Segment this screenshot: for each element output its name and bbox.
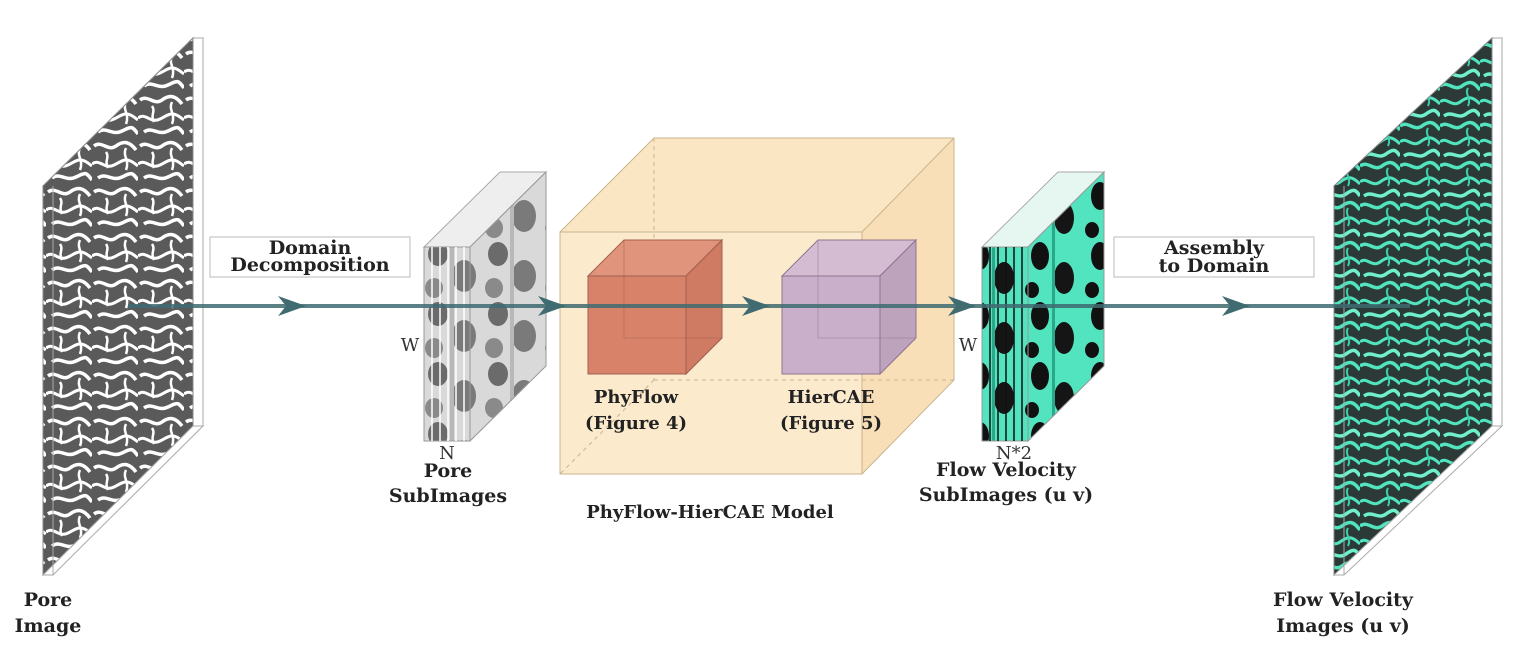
phyflow-label-2: (Figure 4) [585, 413, 687, 434]
pore-subimages-n-label: N [439, 443, 455, 464]
pore-subimages-stack [422, 170, 548, 443]
model-title: PhyFlow-HierCAE Model [586, 502, 834, 523]
assembly-label-2: to Domain [1159, 255, 1270, 277]
decomposition-label-1: Domain [269, 237, 352, 259]
pore-image-label-2: Image [15, 615, 82, 637]
pipeline-arrow [128, 296, 1410, 316]
pore-image-label-1: Pore [24, 589, 73, 611]
arrowhead-3 [742, 296, 770, 316]
flow-images-slab [1332, 36, 1504, 577]
assembly-box [1113, 236, 1315, 278]
decomposition-box [209, 236, 411, 278]
assembly-label-1: Assembly [1163, 237, 1265, 259]
flow-subimages-w-label: W [959, 335, 978, 356]
decomposition-label-2: Decomposition [230, 254, 389, 276]
pore-subimages-label-1: Pore [424, 460, 473, 482]
flow-subimages-n-label: N*2 [996, 443, 1032, 464]
flow-images-label-1: Flow Velocity [1273, 589, 1414, 611]
arrowhead-5 [1222, 296, 1250, 316]
flow-images-label-2: Images (u v) [1276, 615, 1409, 637]
arrowhead-1 [278, 296, 306, 316]
phyflow-label-1: PhyFlow [594, 387, 679, 408]
phyflow-cube [586, 238, 724, 376]
pore-subimages-w-label: W [401, 335, 420, 356]
flow-subimages-label-2: SubImages (u v) [919, 484, 1093, 506]
flow-subimages-label-1: Flow Velocity [936, 459, 1077, 481]
pore-subimages-label-2: SubImages [389, 485, 507, 507]
arrowhead-4 [948, 296, 976, 316]
hiercae-label-1: HierCAE [788, 387, 875, 408]
pore-image-slab [41, 36, 205, 577]
hiercae-cube [780, 238, 918, 376]
hiercae-label-2: (Figure 5) [780, 413, 882, 434]
arrowhead-2 [538, 296, 566, 316]
